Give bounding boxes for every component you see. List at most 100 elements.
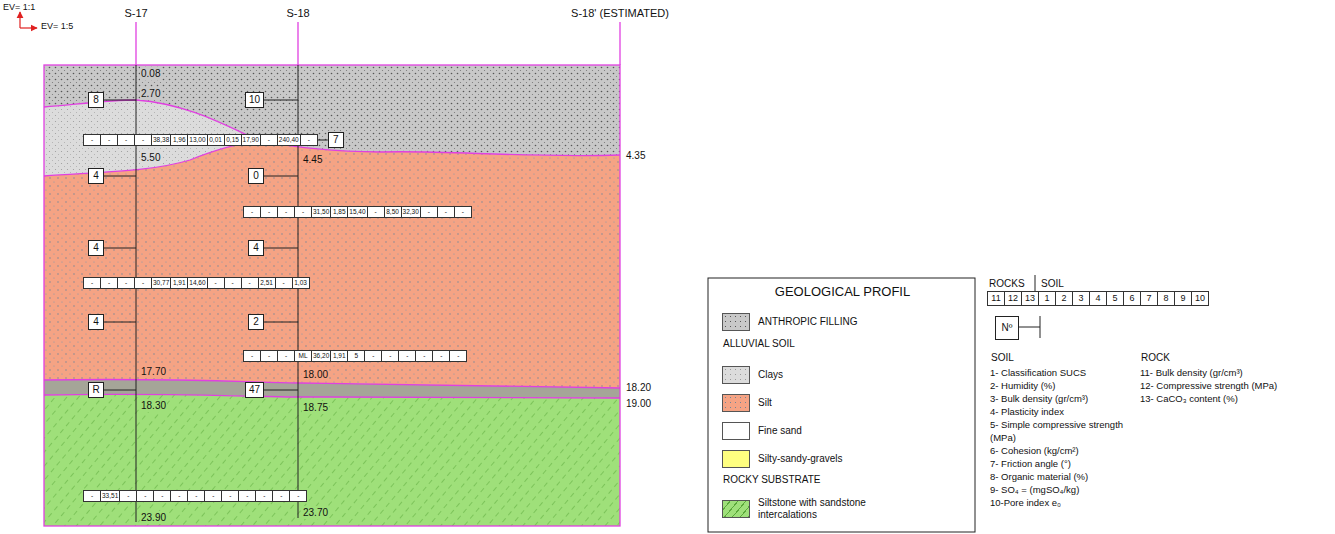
profile-label: 23.70 (302, 506, 329, 519)
key-cell: 5 (1106, 291, 1124, 306)
table-cell: - (134, 134, 152, 146)
table-cell: - (224, 277, 242, 289)
profile-label: S-18' (ESTIMATED) (570, 6, 670, 20)
key-cell: 13 (1021, 291, 1039, 306)
callout-number: 8 (93, 94, 99, 105)
data-table-row: ---ML36,201,915------ (244, 350, 467, 362)
table-cell: 32,30 (401, 206, 421, 218)
table-cell: - (260, 350, 278, 362)
table-cell: 240,40 (277, 134, 301, 146)
table-cell: - (83, 134, 101, 146)
key-divider (1035, 275, 1036, 291)
soil-key-list: 1- Classification SUCS2- Humidity (%)3- … (990, 366, 1138, 509)
table-cell: - (243, 206, 261, 218)
callout-tick (264, 390, 298, 391)
table-cell: 14,60 (187, 277, 207, 289)
table-cell: 8,50 (384, 206, 402, 218)
borehole-header-line (297, 22, 298, 65)
callout-tick (104, 248, 136, 249)
profile-label: ROCKS (988, 277, 1026, 290)
callout-tick (104, 100, 136, 101)
key-item: 3- Bulk density (gr/cm³) (990, 392, 1138, 405)
key-item: 2- Humidity (%) (990, 379, 1138, 392)
profile-label: 4.35 (625, 149, 646, 162)
table-cell: - (243, 350, 261, 362)
key-item: 12- Compressive strength (MPa) (1140, 379, 1330, 392)
profile-label: 18.20 (625, 381, 652, 394)
data-table-row: ----38,381,9613,000,010,1517,90-240,40- (84, 134, 318, 146)
table-cell: - (134, 277, 152, 289)
key-cell: 2 (1055, 291, 1073, 306)
table-cell: - (100, 134, 118, 146)
scale-arrows (20, 12, 37, 28)
profile-label: 17.70 (140, 365, 167, 378)
data-table-row: -33,51----------- (84, 490, 307, 502)
table-cell: 1,85 (330, 206, 348, 218)
callout-tick (318, 140, 328, 141)
profile-label: EV= 1:1 (2, 1, 36, 13)
legend-text: Silt (758, 397, 963, 409)
key-item: 11- Bulk density (gr/cm³) (1140, 366, 1330, 379)
table-cell: 15,40 (347, 206, 367, 218)
table-cell: - (277, 206, 295, 218)
key-tick (1019, 327, 1040, 328)
table-cell: 2,51 (258, 277, 276, 289)
table-cell: 30,77 (151, 277, 171, 289)
boreholes (104, 65, 298, 522)
siltstone-hatch (44, 394, 620, 526)
table-cell: ML (294, 350, 312, 362)
table-cell: - (117, 134, 135, 146)
table-cell: 31,50 (311, 206, 331, 218)
table-cell: - (364, 350, 382, 362)
table-cell: 1,91 (330, 350, 348, 362)
profile-label: SOIL (1040, 277, 1065, 290)
table-cell: - (170, 490, 188, 502)
table-cell: - (272, 490, 290, 502)
callout-box: 8 (88, 92, 104, 108)
legend-swatch (722, 500, 750, 518)
callout-number: 4 (93, 242, 99, 253)
key-cell: 12 (1004, 291, 1022, 306)
table-cell: - (381, 350, 399, 362)
callout-box: 4 (88, 314, 104, 330)
table-cell: - (420, 206, 438, 218)
table-cell: - (294, 206, 312, 218)
key-item: 7- Friction angle (°) (990, 457, 1138, 470)
dynamic-ticks (318, 140, 328, 141)
key-item: 4- Plasticity index (990, 405, 1138, 418)
callout-number: Nº (1002, 322, 1013, 333)
borehole-header-line (135, 22, 136, 65)
key-cell: 7 (1140, 291, 1158, 306)
legend-swatch (722, 450, 750, 468)
profile-label: 18.00 (302, 368, 329, 381)
horizontal-scale-arrow (20, 27, 37, 28)
table-cell: - (153, 490, 171, 502)
table-cell: - (100, 277, 118, 289)
callout-number: 7 (333, 134, 339, 145)
profile-label: S-18 (285, 6, 310, 20)
legend-text: ANTHROPIC FILLING (758, 316, 963, 328)
table-cell: - (437, 206, 455, 218)
table-cell: - (454, 206, 472, 218)
band-bottom-boundary (44, 394, 620, 398)
table-cell: - (432, 350, 450, 362)
profile-label: GEOLOGICAL PROFIL (708, 284, 977, 300)
table-cell: 13,00 (187, 134, 207, 146)
legend-text: Silty-sandy-gravels (758, 453, 963, 465)
legend-text: Siltstone with sandstone intercalations (758, 497, 908, 521)
callout-tick (104, 390, 136, 391)
table-cell: - (449, 350, 467, 362)
profile-label: EV= 1:5 (40, 20, 74, 32)
table-cell: - (367, 206, 385, 218)
table-cell: - (119, 490, 137, 502)
callout-tick (264, 322, 298, 323)
profile-frame (44, 65, 620, 526)
profile-label: 19.00 (625, 397, 652, 410)
table-cell: 1,91 (170, 277, 188, 289)
table-cell: - (415, 350, 433, 362)
table-cell: - (221, 490, 239, 502)
callout-box: 47 (245, 382, 264, 398)
legend-swatch (722, 366, 750, 384)
callout-tick (104, 322, 136, 323)
